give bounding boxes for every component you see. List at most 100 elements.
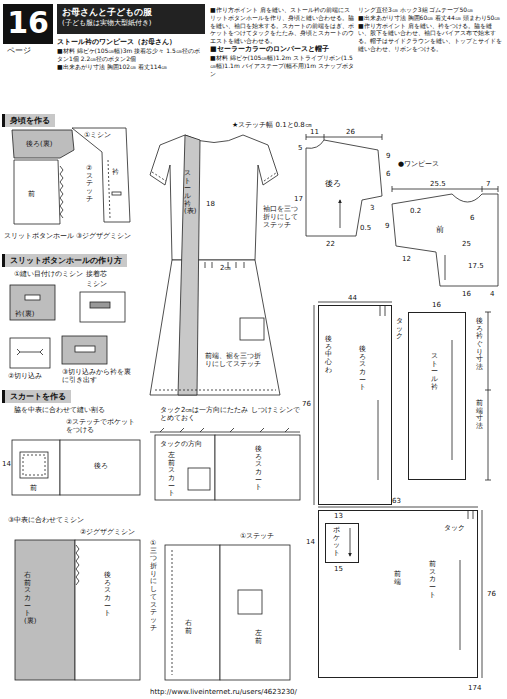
section-heading: 身頃を作る <box>2 114 55 127</box>
callout-label: 44 <box>348 294 357 302</box>
callout-label: 17 <box>294 195 303 203</box>
vertical-label: 前端寸法 <box>476 400 483 431</box>
vertical-label: 左前スカート <box>168 452 175 498</box>
skirt-steps-stroke <box>12 440 60 495</box>
callout-label: 袖口を三つ折りにしてステッチ <box>263 205 303 229</box>
instruction-text: ■材料 綿ピケ(105㎝幅)3m 接着芯少々 1.5㎝径のボタン1個 2.2㎝径… <box>57 47 205 63</box>
callout-label: ①縫い目付けのミシン <box>14 270 83 278</box>
vertical-label: ①三つ折りにしてステッチ <box>150 540 157 632</box>
callout-label: スリットボタンホール <box>4 232 74 240</box>
callout-label: 6 <box>386 170 390 178</box>
vertical-label: タック <box>396 318 403 341</box>
instruction-text: ■出来あがり寸法 胸囲102㎝ 着丈114㎝ <box>57 63 205 71</box>
bodice-step-drawing-stroke <box>60 166 63 218</box>
callout-label: 22 <box>326 240 335 248</box>
pattern-piece: 後ろ中心わ後ろスカート <box>318 305 392 505</box>
pattern-piece: 前 <box>425 222 455 237</box>
pattern-piece: 前端 前スカート ポケット <box>318 510 478 678</box>
callout-label: http://www.liveinternet.ru/users/4623230… <box>150 688 297 696</box>
bodice-step-drawing-stroke <box>12 130 74 158</box>
bodice-step-drawing-stroke <box>108 160 110 218</box>
slit-buttonhole-steps-stroke <box>90 302 110 308</box>
callout-label: 63 <box>392 497 401 505</box>
callout-label: 後ろ(裏) <box>26 140 52 148</box>
skirt-steps-stroke <box>23 455 45 475</box>
text-column: ■作り方ポイント 肩を縫い、ストール衿の前端にスリットボタンホールを作り、身頃と… <box>210 6 355 77</box>
callout-label: 3 <box>370 204 374 212</box>
callout-label: ★ステッチ幅 0.1と0.8㎝ <box>232 121 312 129</box>
callout-label: ③中表に合わせてミシン <box>8 516 84 524</box>
callout-label: 2㎝ <box>220 264 231 272</box>
callout-label: 0.2 <box>410 207 421 215</box>
node-text: 身頃を作る <box>10 115 50 126</box>
page-badge: 16ページ <box>3 4 53 44</box>
slit-buttonhole-steps <box>10 285 125 368</box>
callout-label: 9 <box>385 222 389 230</box>
node-text: 前端 <box>394 571 401 586</box>
pattern-pieces-stroke <box>314 302 491 678</box>
node-text: ページ <box>7 45 31 56</box>
callout-label: 衿(裏) <box>15 310 34 318</box>
callout-label: 13 <box>334 512 343 520</box>
callout-label: 衿 <box>112 168 119 176</box>
callout-label: 6 <box>470 214 474 222</box>
callout-label: ③ジグザグミシン <box>76 232 131 240</box>
callout-label: ②ステッチでポケットをつける <box>66 418 136 434</box>
node-text: (子ども服は実物大型紙付き) <box>62 19 200 28</box>
skirt-steps-stroke <box>76 545 79 585</box>
pattern-piece: ストール衿 <box>408 312 466 480</box>
pattern-pieces-stroke <box>380 305 473 519</box>
section-heading: スリットボタンホールの作り方 <box>2 254 127 267</box>
skirt-steps-stroke <box>220 545 290 680</box>
node-text: 後ろ中心わ <box>325 336 332 374</box>
node-text: ポケット <box>333 527 340 558</box>
callout-label: ミシン <box>86 280 107 288</box>
callout-label: ①ミシン <box>84 131 111 139</box>
callout-label: 16 <box>462 290 471 298</box>
callout-label: 18 <box>206 200 215 208</box>
callout-label: 14 <box>306 538 315 546</box>
callout-label: タック2㎝は一方向にたたみ しつけミシンでとめておく <box>160 406 300 422</box>
vertical-label: 後ろスカート <box>255 446 262 492</box>
callout-label: 0.5 <box>360 224 371 232</box>
slit-buttonhole-steps-stroke <box>80 292 125 322</box>
skirt-steps-stroke <box>188 468 210 490</box>
instruction-text: ■セーラーカラーのロンパースと帽子 <box>210 45 355 54</box>
skirt-steps-stroke <box>20 452 48 478</box>
callout-label: 16 <box>432 301 441 309</box>
node-text: お母さんと子どもの服 <box>62 7 200 19</box>
vertical-label: 後ろスカート <box>104 572 111 618</box>
text-column: ストール衿のワンピース（お母さん）■材料 綿ピケ(105㎝幅)3m 接着芯少々 … <box>57 38 205 70</box>
callout-label: 76 <box>302 400 311 408</box>
callout-label: 前 <box>30 484 37 492</box>
callout-label: 174 <box>468 684 481 692</box>
callout-label: 76 <box>487 590 496 598</box>
skirt-steps-stroke <box>172 550 173 675</box>
vertical-label: 右前スカート(裏) <box>24 572 31 626</box>
bodice-step-drawing <box>12 128 130 224</box>
node-text: 16 <box>3 4 53 42</box>
section-heading: スカートを作る <box>2 390 71 403</box>
dress-illustration-stroke <box>152 172 276 390</box>
instruction-text: ストール衿のワンピース（お母さん） <box>57 38 205 47</box>
node-text: スリットボタンホールの作り方 <box>10 255 122 266</box>
dress-illustration-stroke <box>240 318 264 340</box>
callout-label: 前 <box>28 190 35 198</box>
bodice-step-drawing-stroke <box>72 128 130 222</box>
node-text: 前スカート <box>429 561 436 599</box>
title-bar: お母さんと子どもの服(子ども服は実物大型紙付き) <box>57 4 205 34</box>
pocket-piece: ポケット <box>325 523 359 563</box>
slit-buttonhole-steps-stroke <box>10 285 55 320</box>
skirt-steps-stroke <box>60 440 140 495</box>
vertical-label: ②ステッチ <box>86 165 93 203</box>
callout-label: 5 <box>298 144 302 152</box>
callout-label: ①ステッチ <box>240 532 274 540</box>
callout-label: 7 <box>486 180 490 188</box>
skirt-steps-stroke <box>15 540 75 680</box>
skirt-steps-stroke <box>155 435 215 500</box>
instruction-text: ■材料 綿ピケ(105㎝幅)1.2m ストライプリボン(1.5㎝幅)1.1m バ… <box>210 54 355 77</box>
callout-label: ●ワンピース <box>398 160 439 168</box>
slit-buttonhole-steps-stroke <box>17 349 43 355</box>
slit-buttonhole-steps-stroke <box>75 346 95 352</box>
callout-label: ③切り込みから衿を裏に引き出す <box>62 368 134 384</box>
